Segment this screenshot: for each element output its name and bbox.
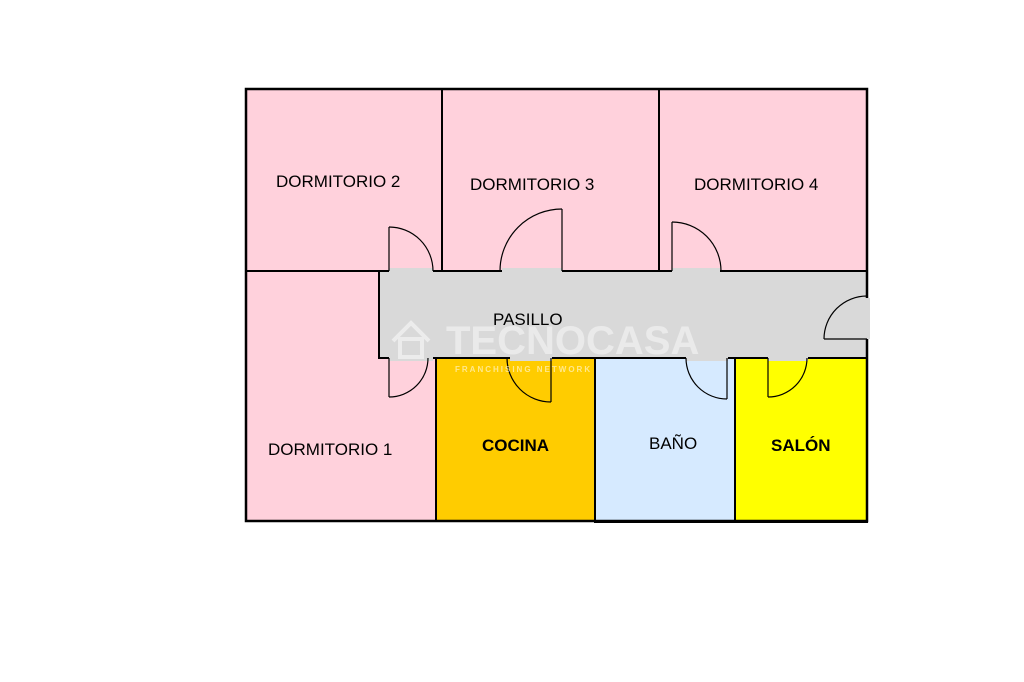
room-dormitorio-3: [441, 88, 660, 272]
label-salon: SALÓN: [771, 436, 831, 455]
label-dormitorio-2: DORMITORIO 2: [276, 172, 400, 191]
door-swings: [388, 208, 868, 403]
label-dormitorio-3: DORMITORIO 3: [470, 175, 594, 194]
label-dormitorio-1: DORMITORIO 1: [268, 440, 392, 459]
room-pasillo: [378, 270, 868, 359]
room-bano: [594, 357, 736, 523]
door-cocina: [506, 357, 552, 403]
watermark-brand: TECNOCASA: [446, 319, 699, 363]
house-icon: [391, 320, 431, 359]
watermark-tagline: FRANCHISING NETWORK: [455, 365, 592, 374]
door-bano: [685, 357, 728, 400]
watermark-logo: TECNOCASA FRANCHISING NETWORK: [391, 319, 699, 374]
door-dormitorio-4: [671, 221, 722, 272]
label-pasillo: PASILLO: [493, 310, 563, 329]
room-dormitorio-2: [245, 88, 443, 272]
door-entrance: [823, 295, 868, 340]
door-dormitorio-1: [388, 357, 429, 398]
door-dormitorio-2: [388, 226, 434, 272]
label-bano: BAÑO: [649, 434, 697, 453]
door-dormitorio-3: [499, 208, 563, 272]
label-cocina: COCINA: [482, 436, 549, 455]
room-cocina: [435, 357, 596, 522]
door-salon: [767, 357, 808, 398]
label-dormitorio-4: DORMITORIO 4: [694, 175, 818, 194]
